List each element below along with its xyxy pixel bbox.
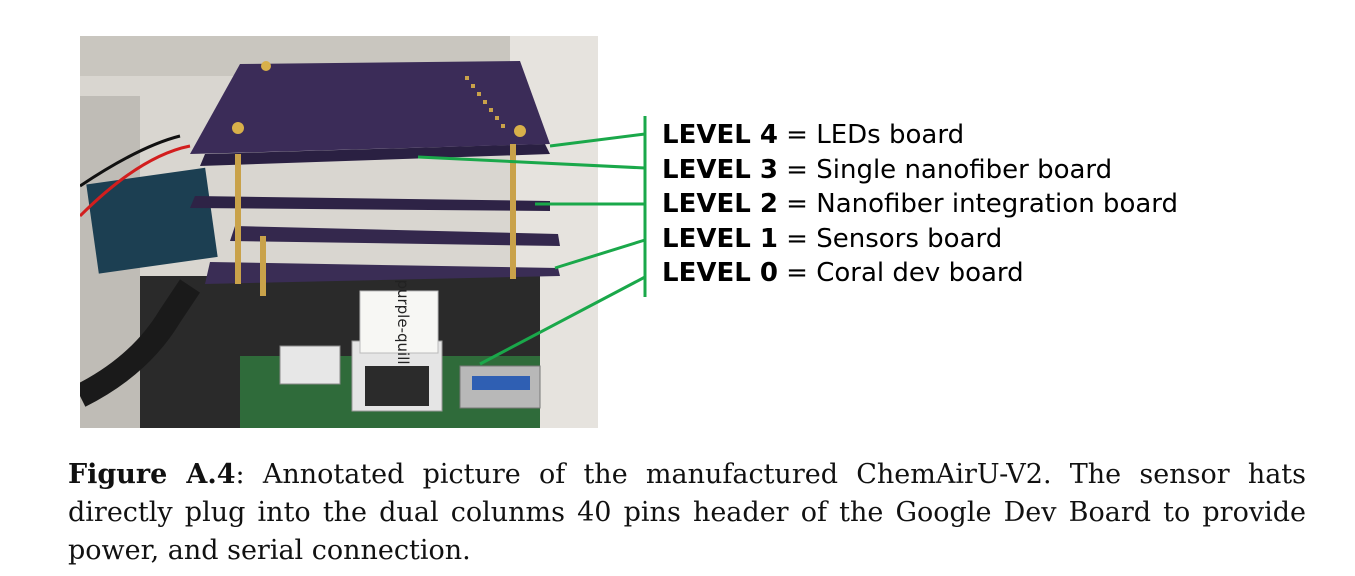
level-description: Single nanofiber board <box>816 154 1113 185</box>
figure-label: Figure A.4 <box>68 459 236 490</box>
tape-label: purple-quill <box>394 279 412 364</box>
level-row: LEVEL 2 = Nanofiber integration board <box>662 187 1178 222</box>
level-name: LEVEL 0 <box>662 258 778 288</box>
level-row: LEVEL 3 = Single nanofiber board <box>662 153 1178 188</box>
level-description: Nanofiber integration board <box>816 189 1179 219</box>
figure-caption: Figure A.4: Annotated picture of the man… <box>68 456 1306 570</box>
level-name: LEVEL 1 <box>662 223 778 254</box>
level-name: LEVEL 2 <box>662 189 778 219</box>
level-separator: = <box>777 223 817 254</box>
caption-text: : Annotated picture of the manufactured … <box>68 459 1307 566</box>
level-row: LEVEL 1 = Sensors board <box>662 222 1178 257</box>
level-row: LEVEL 4 = LEDs board <box>662 118 1178 153</box>
level-description: LEDs board <box>816 120 965 150</box>
level-separator: = <box>777 120 817 150</box>
board-stack-photo: purple-quill <box>80 36 598 428</box>
level-separator: = <box>777 154 817 185</box>
level-row: LEVEL 0 = Coral dev board <box>662 256 1178 291</box>
level-description: Sensors board <box>816 223 1003 254</box>
level-legend: LEVEL 4 = LEDs board LEVEL 3 = Single na… <box>662 118 1178 291</box>
level-name: LEVEL 4 <box>662 120 778 150</box>
level-separator: = <box>777 189 817 219</box>
level-separator: = <box>777 258 817 288</box>
level-description: Coral dev board <box>816 258 1024 288</box>
level-name: LEVEL 3 <box>662 154 778 185</box>
